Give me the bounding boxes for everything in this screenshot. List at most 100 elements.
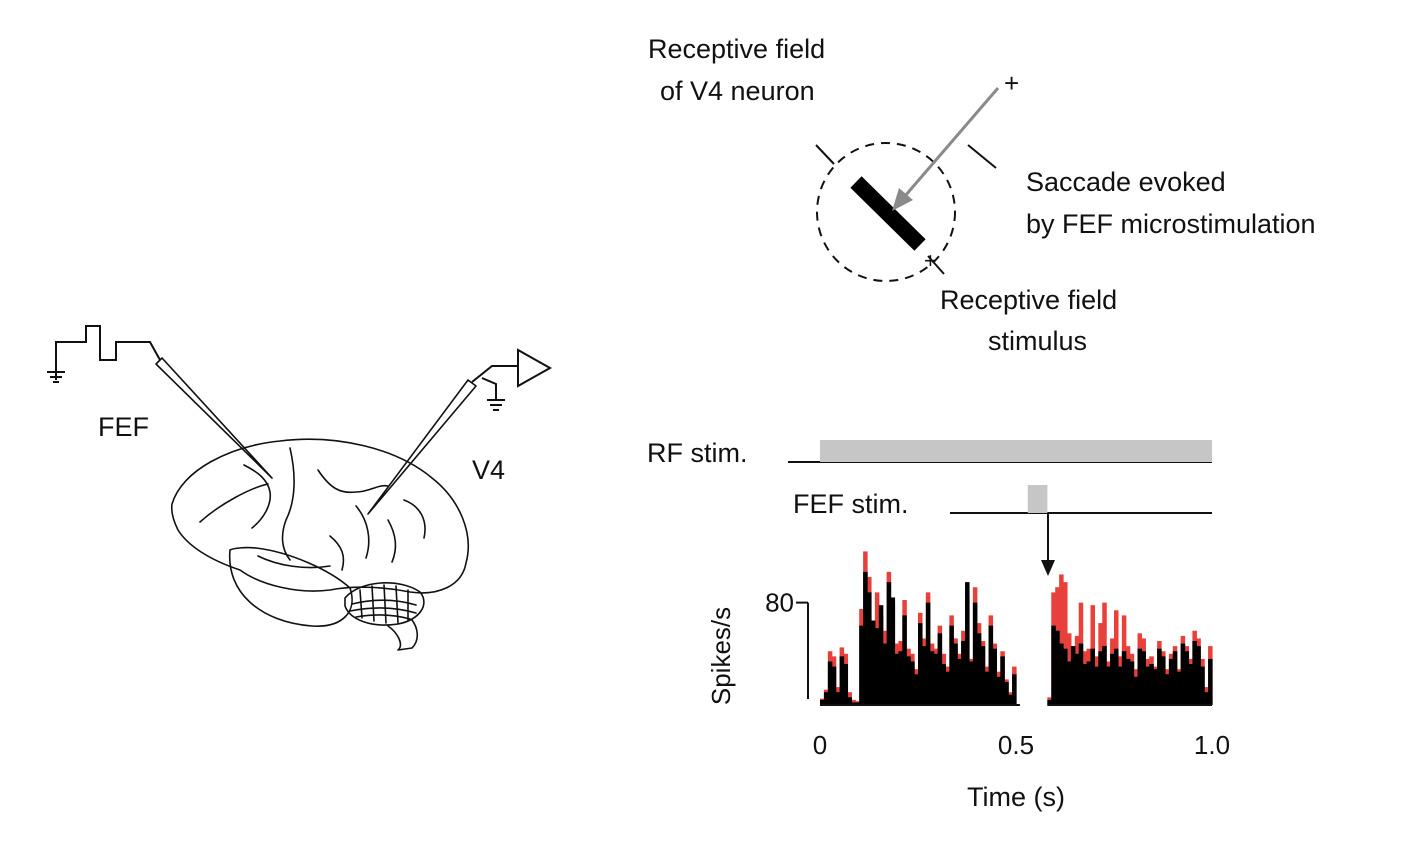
- fef-stim-label: FEF stim.: [793, 489, 909, 519]
- y-axis-label: Spikes/s: [706, 607, 736, 705]
- psth-bin-series2-seg2-38: [1196, 646, 1201, 705]
- fef-label: FEF: [98, 412, 149, 442]
- psth-bin-series2-seg1-0: [820, 699, 825, 705]
- psth-bin-series2-seg2-16: [1110, 653, 1115, 705]
- psth-bin-series2-seg2-24: [1141, 651, 1146, 705]
- psth-bin-series2-seg2-4: [1063, 648, 1068, 705]
- psth-bin-series2-seg1-49: [1012, 674, 1017, 705]
- psth-bin-series2-seg1-40: [976, 633, 982, 705]
- brain-illustration: [170, 438, 470, 651]
- fef-stimulating-electrode: [47, 325, 273, 479]
- fef-stim-arrowhead: [1041, 560, 1055, 576]
- psth-bin-series2-seg2-30: [1164, 674, 1170, 705]
- psth-bin-series2-seg1-30: [937, 633, 943, 705]
- psth-bin-series2-seg2-9: [1082, 664, 1088, 705]
- psth-bin-series2-seg2-36: [1188, 664, 1193, 705]
- psth-bin-series2-seg1-6: [843, 664, 849, 705]
- psth-bin-series2-seg1-12: [867, 592, 872, 705]
- psth-bin-series2-seg2-0: [1047, 699, 1052, 705]
- psth-bin-series2-seg2-2: [1055, 630, 1060, 705]
- psth-bin-series2-seg2-34: [1180, 643, 1186, 705]
- fixation-cross: +: [924, 248, 937, 273]
- psth-bin-series2-seg1-38: [968, 661, 974, 705]
- psth-bin-series2-seg1-7: [847, 697, 852, 705]
- psth-bin-series2-seg2-13: [1098, 651, 1103, 705]
- psth-bin-series2-seg2-18: [1117, 666, 1123, 705]
- y-scale-bar-label: 80: [765, 588, 794, 618]
- psth-bin-series2-seg1-48: [1008, 694, 1013, 705]
- psth-bin-series2-seg2-12: [1094, 666, 1099, 705]
- psth-bin-series2-seg1-11: [863, 571, 868, 705]
- psth-bin-series2-seg1-10: [859, 625, 864, 705]
- rf-of-v4-label-line1: Receptive field: [648, 34, 825, 64]
- psth-bin-series2-seg2-10: [1086, 661, 1092, 705]
- psth-bin-series2-seg2-19: [1121, 651, 1127, 705]
- psth-bin-series2-seg1-19: [894, 653, 899, 705]
- psth-marks: [820, 551, 1213, 705]
- psth-bin-series2-seg1-3: [831, 666, 837, 705]
- saccade-label-line1: Saccade evoked: [1026, 167, 1226, 197]
- psth-bin-series2-seg1-23: [910, 661, 915, 705]
- psth-bin-series2-seg1-44: [992, 648, 997, 705]
- x-tick-label-1: 0.5: [998, 730, 1034, 760]
- psth-bin-series2-seg2-33: [1176, 671, 1182, 705]
- psth-bin-series2-seg2-31: [1168, 658, 1174, 705]
- psth-bin-series2-seg2-37: [1192, 641, 1197, 705]
- psth-bin-series2-seg1-21: [902, 615, 907, 705]
- psth-bin-series2-seg1-26: [921, 646, 927, 705]
- stimulation-timeline: RF stim. FEF stim.: [647, 438, 1212, 576]
- psth-bin-series2-seg2-15: [1106, 666, 1111, 705]
- x-tick-label-2: 1.0: [1194, 730, 1230, 760]
- psth-bin-series1-seg2-4: [1063, 582, 1068, 705]
- psth-bin-series2-seg1-22: [906, 656, 911, 705]
- psth-bin-series2-seg1-31: [941, 664, 947, 705]
- psth-bin-series2-seg2-28: [1157, 648, 1162, 705]
- saccade-arrow: [903, 87, 1000, 197]
- psth-bin-series2-seg2-20: [1125, 658, 1131, 705]
- v4-label: V4: [472, 455, 505, 485]
- psth-bin-series2-seg1-24: [914, 674, 919, 705]
- psth-bin-series2-seg2-35: [1184, 651, 1190, 705]
- psth-bin-series2-seg2-40: [1204, 692, 1209, 705]
- psth-bin-series2-seg1-18: [890, 597, 896, 705]
- psth-bin-series2-seg2-41: [1208, 658, 1213, 705]
- v4-recording-electrode: [367, 348, 553, 515]
- psth-bin-series2-seg2-39: [1200, 666, 1205, 705]
- psth-bin-series2-seg1-27: [925, 602, 931, 705]
- psth-bin-series1-seg2-3: [1059, 574, 1064, 705]
- stimulus-pointer: [927, 255, 945, 275]
- psth-bin-series2-seg1-37: [965, 582, 970, 705]
- rf-stim-bar: [820, 440, 1212, 462]
- plus-sign: +: [1004, 68, 1019, 98]
- psth-bin-series2-seg2-25: [1145, 666, 1150, 705]
- psth-bin-series2-seg2-1: [1051, 625, 1056, 705]
- psth-bin-series2-seg1-43: [988, 625, 994, 705]
- psth-bin-series2-seg1-2: [827, 661, 833, 705]
- rf-pointer-right: [967, 144, 997, 169]
- psth-bin-series2-seg2-17: [1114, 648, 1119, 705]
- rf-stimulus-label-line1: Receptive field: [940, 285, 1117, 315]
- x-axis-label: Time (s): [967, 782, 1065, 812]
- psth-bin-series2-seg2-8: [1078, 643, 1084, 705]
- psth-bin-series2-seg1-13: [870, 620, 876, 705]
- psth-bin-series2-seg2-14: [1102, 646, 1107, 705]
- psth-bin-series2-seg2-26: [1149, 664, 1154, 705]
- saccade-arrowhead: [892, 188, 913, 211]
- psth-bin-series2-seg1-42: [984, 671, 990, 705]
- psth-bin-series2-seg2-29: [1161, 656, 1166, 705]
- psth-bin-series2-seg1-4: [835, 692, 841, 705]
- psth-bin-series2-seg2-27: [1153, 669, 1158, 705]
- psth-bin-series2-seg1-9: [855, 702, 860, 705]
- rf-stimulus-label-line2: stimulus: [988, 326, 1087, 356]
- psth-bin-series2-seg1-34: [953, 643, 958, 705]
- rf-stim-label: RF stim.: [647, 438, 748, 468]
- psth-bin-series2-seg2-21: [1129, 661, 1135, 705]
- psth-bin-series2-seg1-28: [929, 651, 935, 705]
- psth-bin-series2-seg1-35: [957, 658, 962, 705]
- psth-bin-series2-seg2-6: [1070, 646, 1076, 705]
- amplifier-icon: [517, 348, 553, 388]
- psth-bin-series2-seg2-22: [1133, 676, 1139, 705]
- psth-bin-series2-seg2-5: [1066, 661, 1072, 705]
